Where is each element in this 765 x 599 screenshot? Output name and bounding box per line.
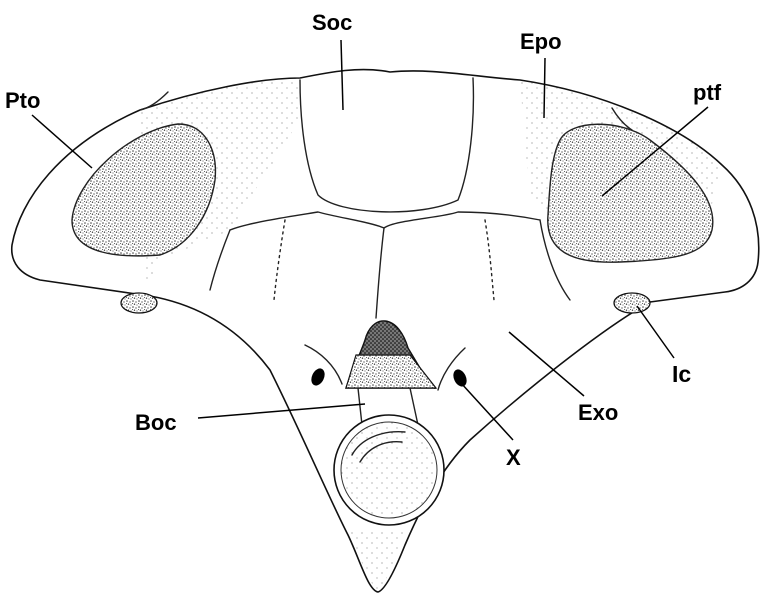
label-boc: Boc <box>135 410 177 435</box>
label-ptf: ptf <box>693 80 722 105</box>
label-ic: Ic <box>672 361 691 387</box>
label-x: X <box>506 445 521 470</box>
leader-ic <box>637 306 674 358</box>
right-intercalar <box>614 293 650 313</box>
occipital-condyle-inner <box>341 422 437 518</box>
label-exo: Exo <box>578 400 618 425</box>
left-intercalar <box>121 293 157 313</box>
label-pto: Pto <box>5 88 40 113</box>
leader-epo <box>544 58 545 118</box>
label-soc: Soc <box>312 10 352 35</box>
label-epo: Epo <box>520 29 562 54</box>
